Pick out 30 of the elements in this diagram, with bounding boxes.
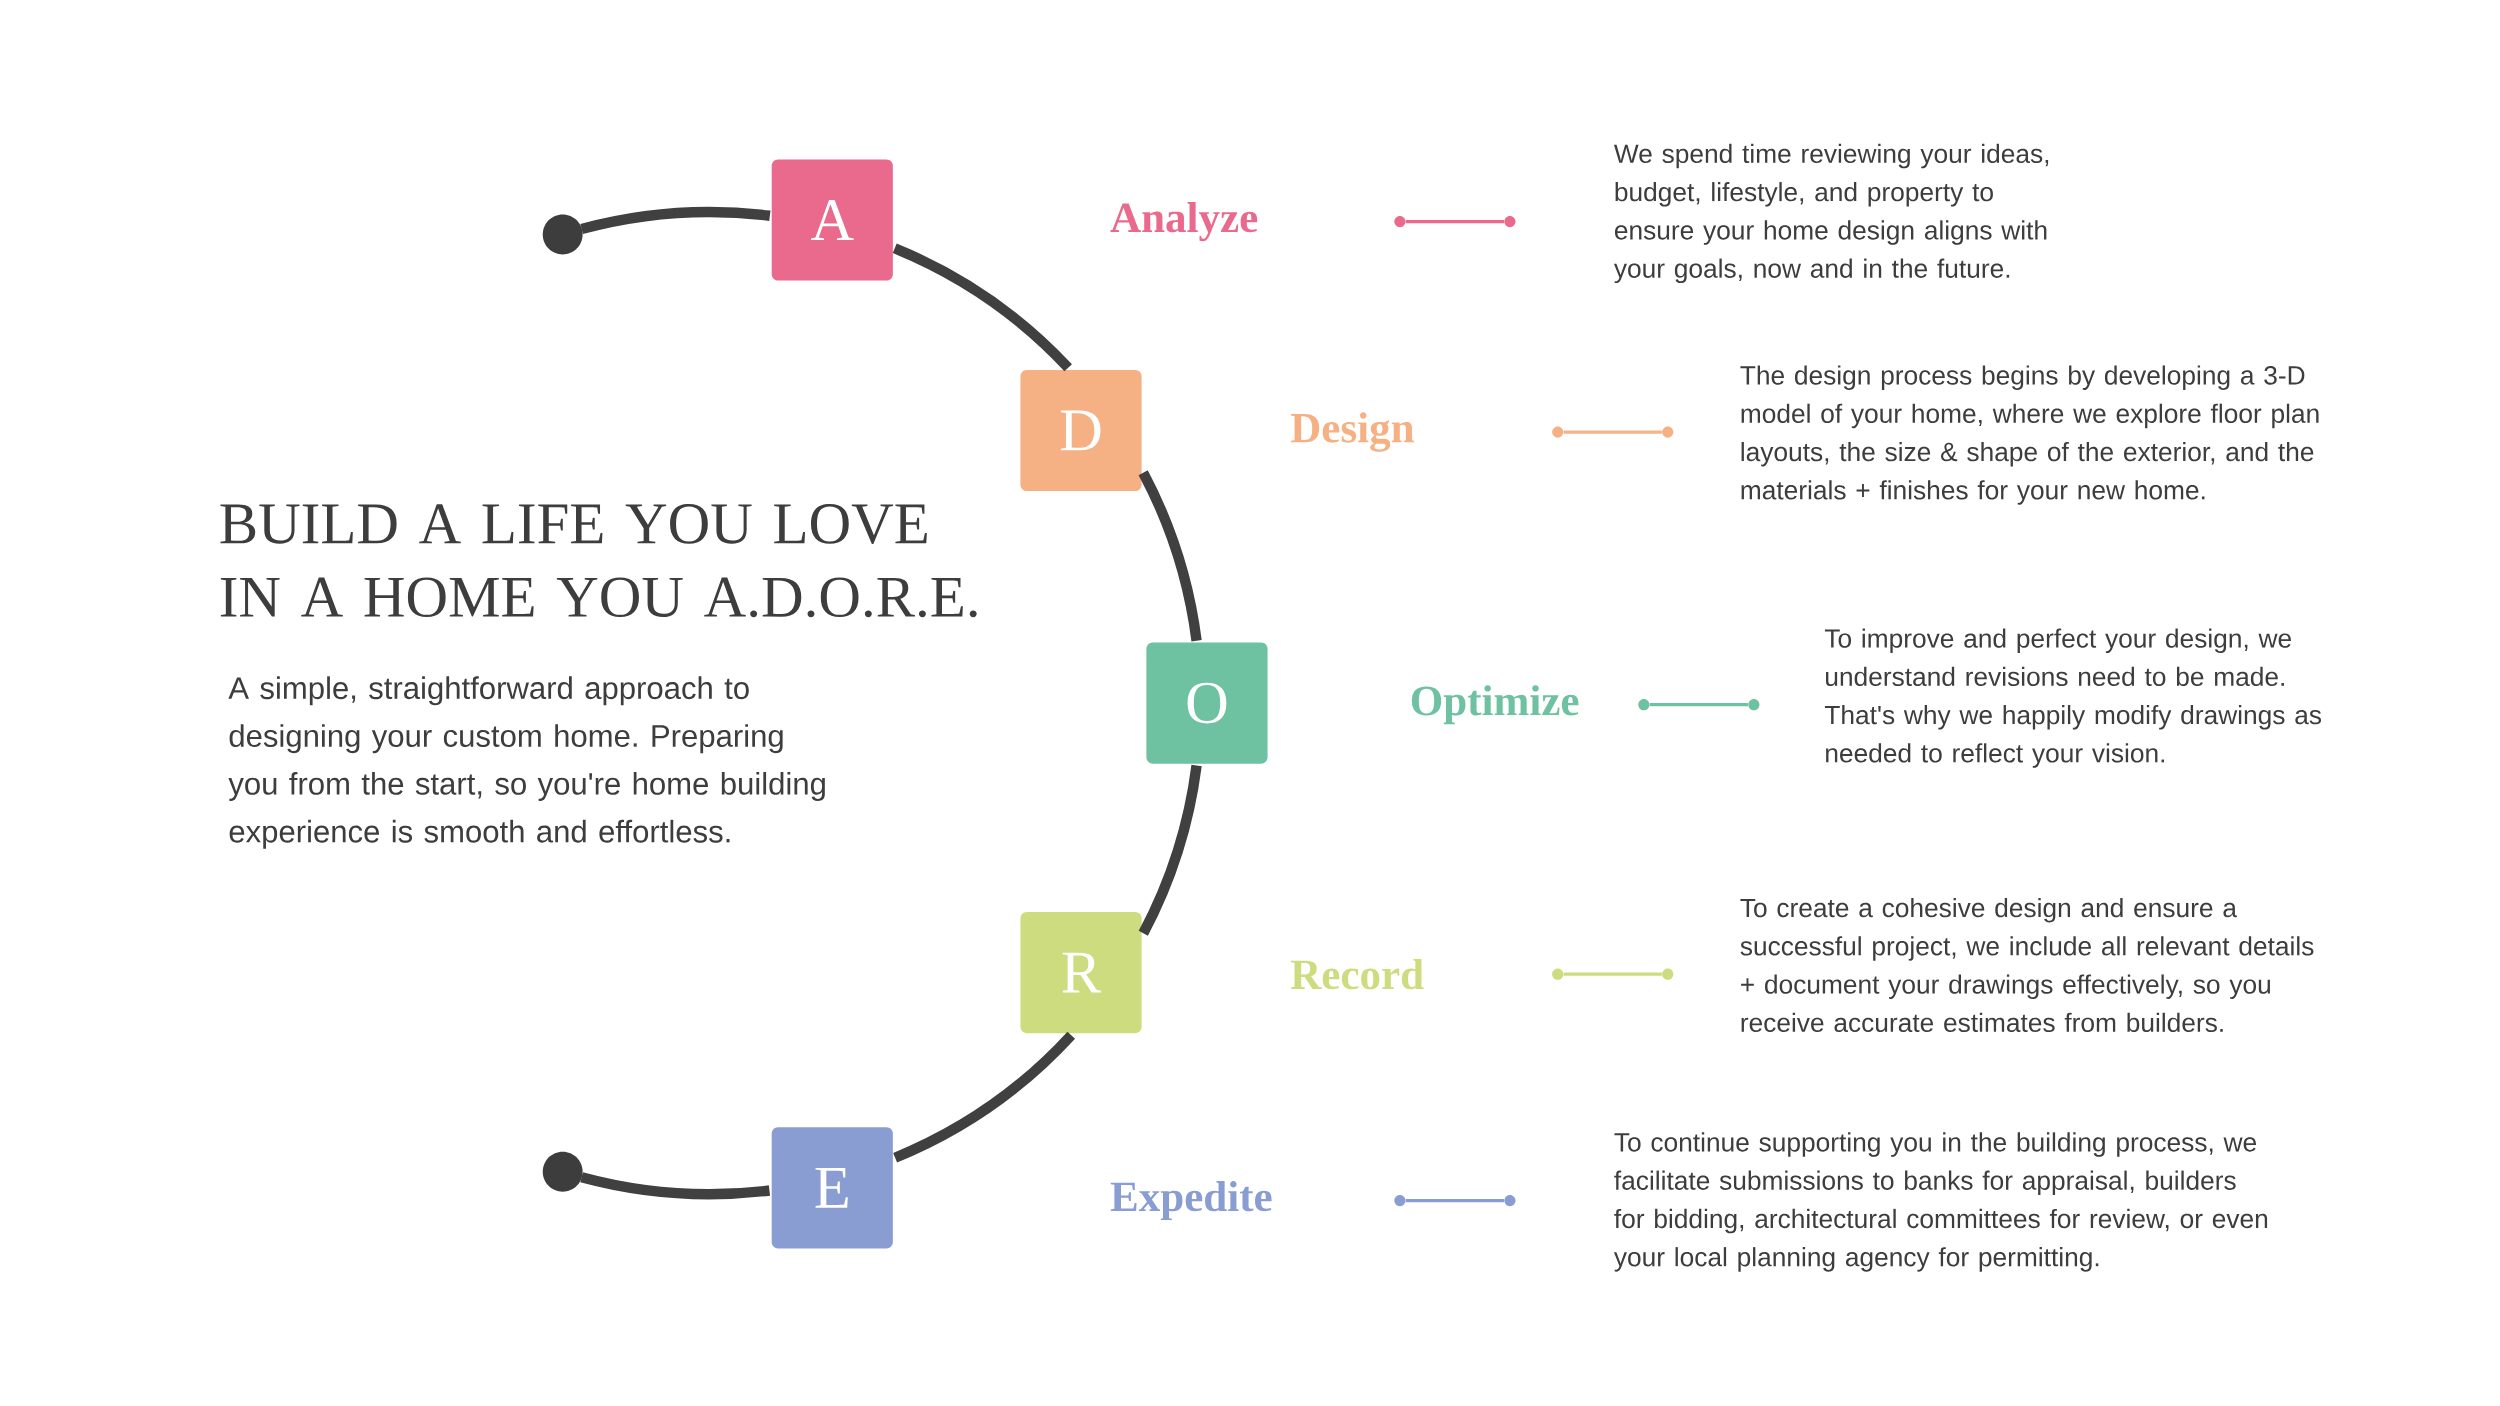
step-title: Analyze <box>1110 201 1258 242</box>
letter-tile: R <box>1020 911 1142 1034</box>
connector-line <box>1563 972 1662 976</box>
step-title: Optimize <box>1411 685 1579 725</box>
description-text: A simple, straightforward approach to designing your custom home. Preparing you from the start, so you're home building experience is smooth and effortless. <box>228 676 825 849</box>
letter-tile: O <box>1146 642 1268 764</box>
title: BUILD A LIFE YOU LOVE IN A HOME YOU A.D.O.R.E. <box>220 504 977 618</box>
letter-tile: D <box>1020 369 1142 491</box>
step-title: Record <box>1290 958 1424 990</box>
curved-line <box>1138 764 1202 936</box>
letter-tile: E <box>771 1127 893 1249</box>
step-description: To continue supporting you in the building process, we facilitate submissions to banks for appraisal, builders for bidding, architectural committees for review, or even your local planning agency for permitting. <box>1613 1132 2268 1272</box>
step-title: Design <box>1290 412 1414 452</box>
curved-line <box>1138 470 1202 642</box>
step-description: To create a cohesive design and ensure a successful project, we include all relevant details + document your drawings effectively, so you receive accurate estimates from builders. <box>1740 897 2314 1032</box>
curved-line <box>892 243 1072 372</box>
step-description: The design process begins by developing a 3-D model of your home, where we explore floor plan layouts, the size & shape of the exterior, and the materials + finishes for your new home. <box>1740 365 2319 505</box>
connector-line <box>1405 1198 1504 1203</box>
connector-line <box>1563 430 1662 434</box>
connector-line <box>1405 219 1504 224</box>
curved-line <box>893 1031 1075 1163</box>
letter-tile: A <box>771 159 893 281</box>
curved-line <box>580 206 771 234</box>
curved-line <box>580 1172 770 1200</box>
connector-line <box>1649 703 1748 707</box>
end-dot <box>542 1151 583 1192</box>
step-description: To improve and perfect your design, we understand revisions need to be made. That's why we happily modify drawings as needed to reflect your vision. <box>1824 628 2322 768</box>
end-dot <box>542 214 583 255</box>
step-description: We spend time reviewing your ideas, budget, lifestyle, and property to ensure your home design aligns with your goals, now and in the future. <box>1613 143 2049 283</box>
step-title: Expedite <box>1110 1180 1272 1220</box>
